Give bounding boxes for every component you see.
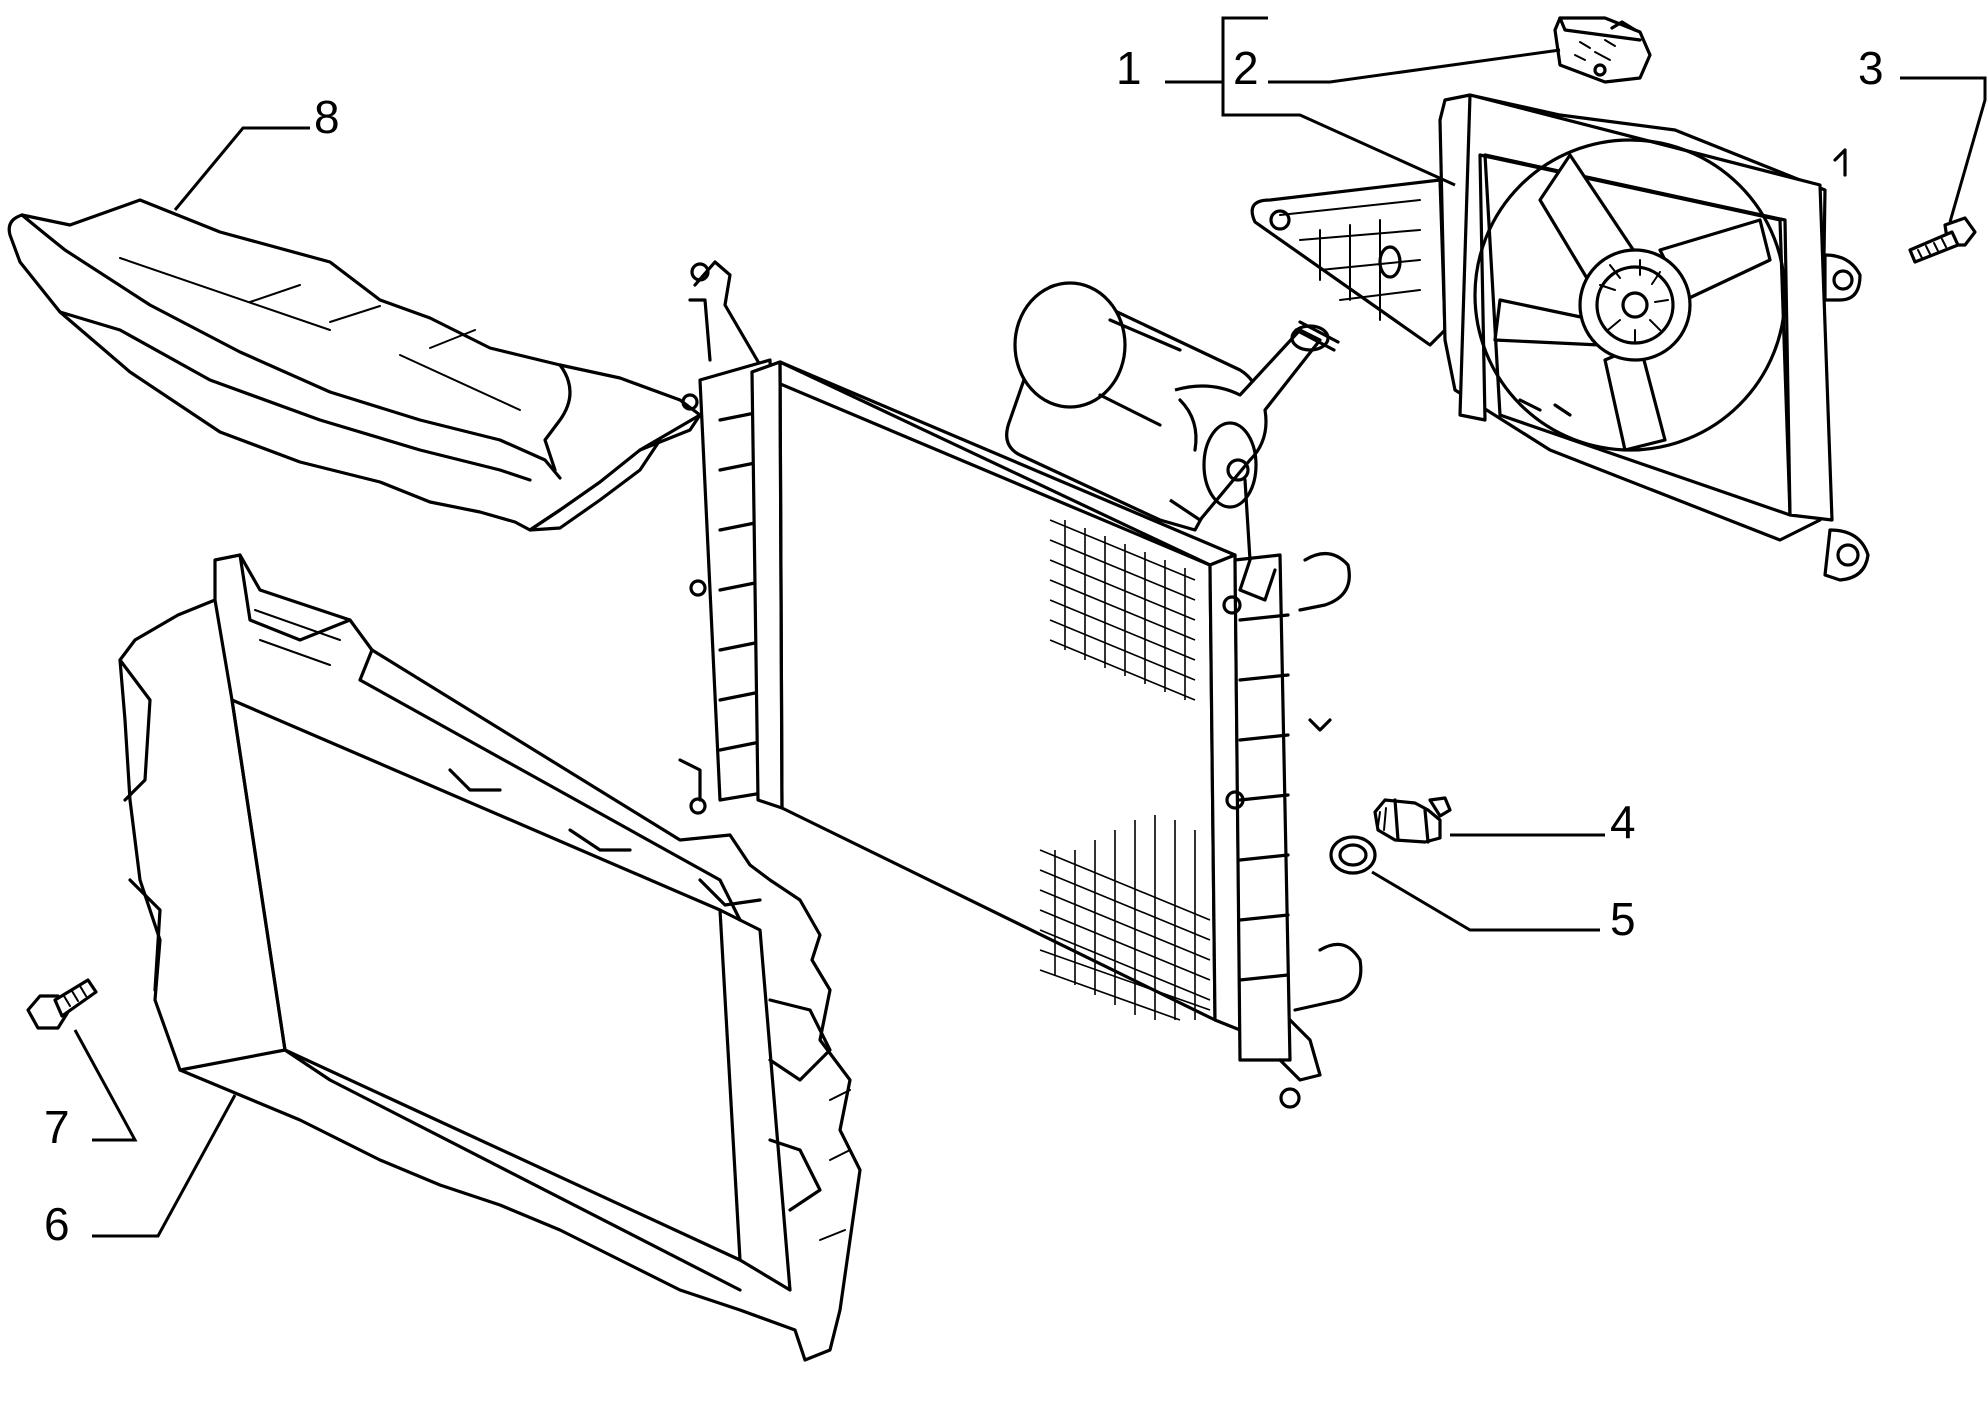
callout-6: 6	[44, 1198, 70, 1250]
radiator-core-grid-lower	[1039, 815, 1211, 1021]
callout-3: 3	[1858, 42, 1884, 94]
callout-7: 7	[44, 1101, 70, 1153]
callout-2: 2	[1233, 42, 1259, 94]
leader-1b	[1221, 82, 1456, 187]
part-7-screw[interactable]	[26, 978, 98, 1030]
callout-4: 4	[1610, 796, 1636, 848]
leader-lines	[73, 16, 1987, 1238]
part-6-lower-frame[interactable]	[118, 553, 862, 1362]
part-4-thermo-switch[interactable]	[1373, 796, 1452, 844]
leader-3	[1900, 76, 1987, 223]
radiator-core-grid-upper	[1049, 519, 1196, 701]
part-2-connector[interactable]	[1553, 16, 1652, 84]
part-1-fan-assembly[interactable]	[1250, 93, 1870, 582]
callout-8: 8	[314, 91, 340, 143]
leader-1	[1165, 16, 1268, 84]
leader-2	[1268, 48, 1561, 84]
leader-6	[92, 1094, 237, 1238]
part-5-washer[interactable]	[1329, 835, 1377, 875]
callout-1: 1	[1116, 42, 1142, 94]
expansion-tank[interactable]	[1005, 281, 1340, 602]
callout-5: 5	[1610, 893, 1636, 945]
part-3-screw[interactable]	[1908, 216, 1977, 264]
radiator[interactable]	[678, 260, 1363, 1109]
leader-5	[1371, 870, 1600, 932]
part-8-upper-deflector[interactable]	[7, 198, 702, 532]
leader-7	[73, 1029, 138, 1142]
leader-8	[173, 126, 310, 211]
callout-labels: 1 2 3 4 5 6 7 8	[44, 42, 1884, 1250]
